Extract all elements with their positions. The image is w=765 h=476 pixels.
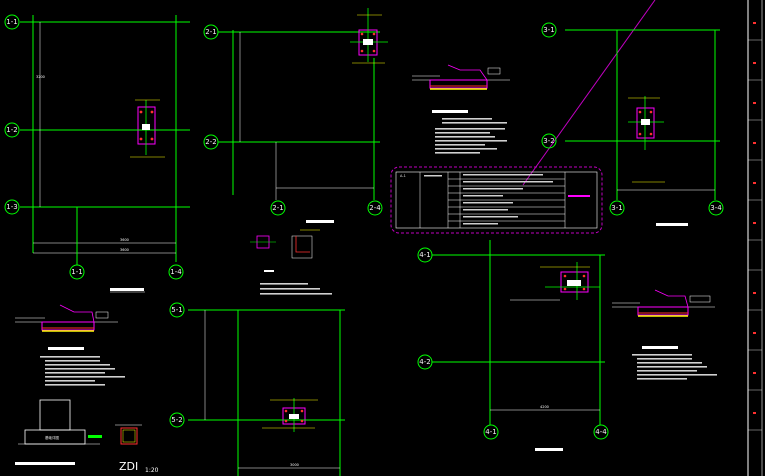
grid-bubble: 1-1 [6,18,17,26]
dimension-text: 3200 [36,75,45,79]
column-detail [510,262,600,301]
grid-bubble: 2-2 [205,138,216,146]
grid-bubble: 4-4 [595,428,607,436]
foundation-section-left [15,304,125,386]
column-detail [350,8,388,64]
small-column-detail [250,229,320,272]
grid-bubble: 1-1 [71,268,82,276]
grid-bubble: 1-4 [170,268,182,276]
column-tag: KZ1 [143,126,150,130]
plan-3: 3-1 3-2 3-1 3-4 [541,22,724,226]
grid-bubble: 3-1 [611,204,622,212]
dimension-text: 4200 [540,405,549,409]
notes-text [435,118,507,154]
material-table: A-1 [390,166,603,234]
grid-bubble: 3-1 [543,26,554,34]
grid-bubble: 5-1 [171,306,182,314]
base-label: 基础详图 [45,435,59,440]
dimension-text: 3000 [290,463,299,467]
grid-bubble: 3-2 [543,137,554,145]
dimension-text: 3600 [120,248,129,252]
grid-bubble: 3-4 [710,204,722,212]
base-elevation: 基础详图 [15,399,102,465]
plan-1: 1-1 1-2 1-3 1-1 1-4 3200 3600 3600 KZ1 [4,14,190,293]
plan-4: 4-1 4-2 4-1 4-4 4200 [417,240,717,451]
grid-bubble: 1-3 [6,203,17,211]
table-label: A-1 [400,174,406,178]
grid-bubble: 4-2 [419,358,430,366]
grid-bubble: 2-1 [205,28,216,36]
column-detail [628,96,665,183]
plan-title [656,223,688,226]
grid-bubble: 5-2 [171,416,182,424]
grid-bubble: 4-1 [485,428,496,436]
notes-text [260,283,332,295]
zd-label: ZDI [119,460,138,473]
plan-2: 2-1 2-2 2-1 2-4 [203,8,510,295]
section-title [432,110,468,113]
foundation-section [412,64,510,90]
leader-line [522,0,656,186]
dimension-text: 3600 [120,238,129,242]
grid-bubble: 1-2 [6,126,17,134]
grid-bubble: 2-4 [369,204,381,212]
zd-detail: ZDI 1:20 [115,424,159,474]
column-detail [262,398,320,432]
plan-title [306,220,334,223]
column-detail: KZ1 [129,99,168,158]
grid-bubble: 4-1 [419,251,430,259]
zd-scale: 1:20 [145,467,159,474]
foundation-section [612,289,715,317]
grid-bubble: 2-1 [272,204,283,212]
title-strip [747,0,763,476]
plan-title [110,288,144,291]
plan-title [535,448,563,451]
notes-text [632,354,717,380]
plan-5: 5-1 5-2 3000 [169,302,345,476]
section-title [642,346,678,349]
